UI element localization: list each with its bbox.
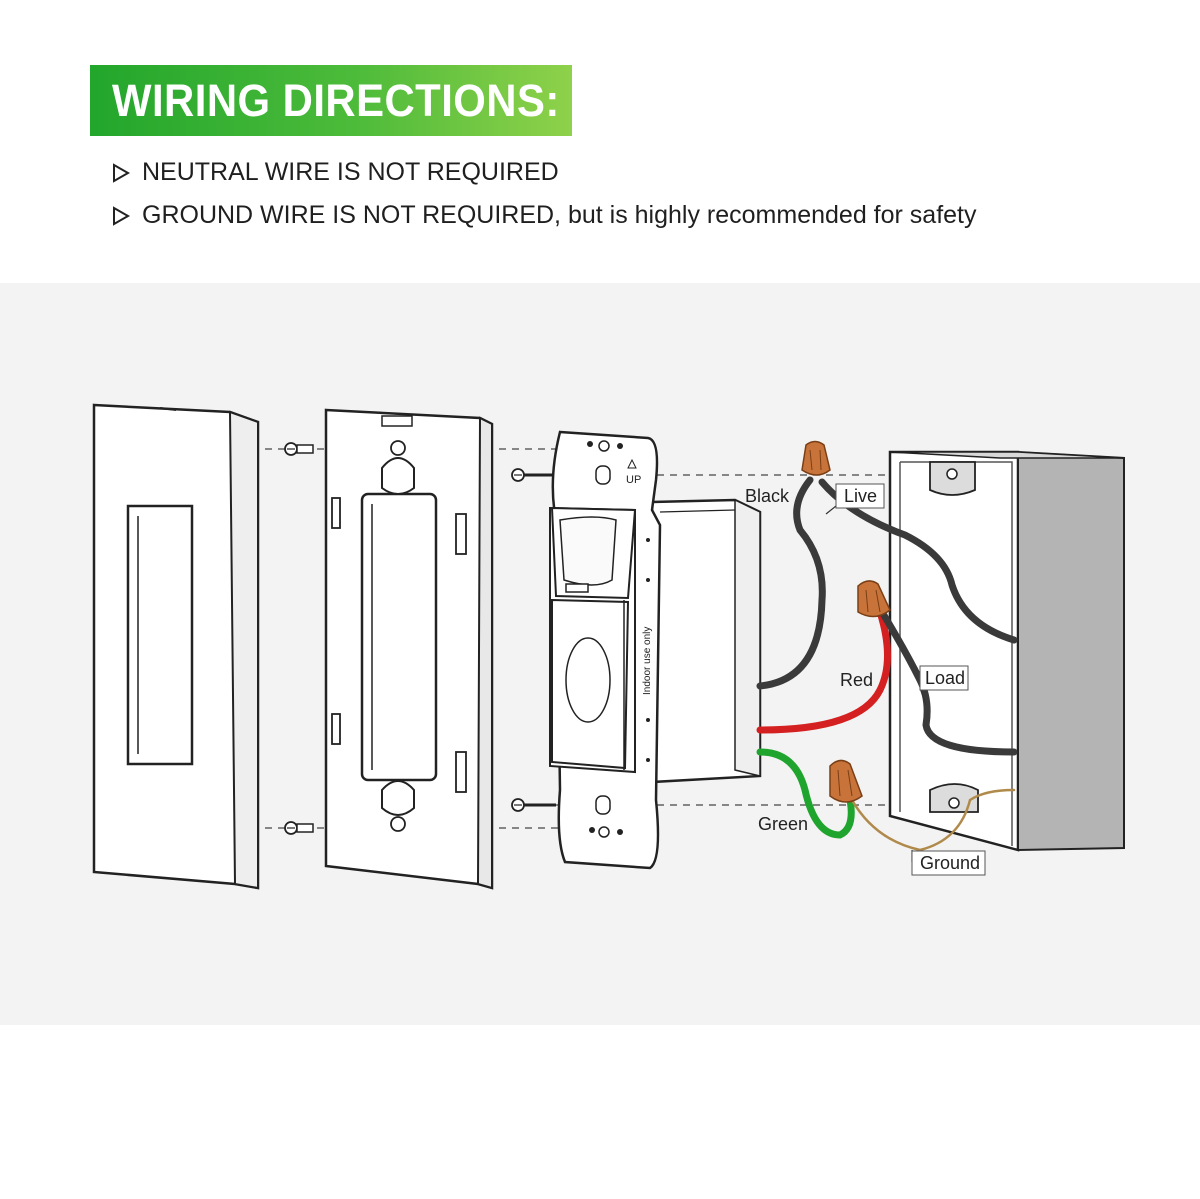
label-live-box: Live: [825, 483, 885, 515]
load-wire: [878, 608, 1018, 756]
switch-face: Indoor use only: [549, 506, 653, 774]
switch-body: [650, 498, 762, 784]
note-text: NEUTRAL WIRE IS NOT REQUIRED: [142, 158, 559, 186]
live-wire: [818, 478, 1018, 644]
switch-screw-top: [511, 468, 556, 482]
note-text: GROUND WIRE IS NOT REQUIRED, but is high…: [142, 201, 977, 229]
label-load: Load: [925, 668, 965, 688]
wall-plate: [92, 403, 260, 890]
page-title: WIRING DIRECTIONS:: [112, 75, 560, 126]
switch-screw-bottom: [511, 798, 556, 812]
plate-screw-bottom: [284, 821, 314, 835]
title-banner: WIRING DIRECTIONS:: [90, 65, 572, 136]
label-live: Live: [844, 486, 877, 506]
indicator-light-icon: [565, 583, 589, 593]
indoor-use-label: Indoor use only: [642, 627, 653, 695]
label-load-box: Load: [919, 665, 969, 706]
adapter-plate: [324, 408, 494, 890]
label-green: Green: [758, 814, 808, 834]
green-wire: [756, 748, 855, 839]
triangle-bullet-icon: [113, 163, 130, 183]
label-black: Black: [745, 486, 790, 506]
ground-wire: [850, 788, 1016, 852]
label-ground-box: Ground: [911, 850, 986, 876]
label-red: Red: [840, 670, 873, 690]
up-marker: UP: [626, 474, 641, 486]
plate-screw-top: [284, 442, 314, 456]
wire-nut-top: [801, 440, 831, 476]
label-ground: Ground: [920, 853, 980, 873]
red-wire: [756, 608, 891, 734]
wires: [756, 476, 1018, 852]
wire-nut-bottom: [829, 759, 863, 803]
triangle-bullet-icon: [113, 206, 130, 226]
black-wire: [756, 476, 826, 690]
electrical-box: [888, 450, 1125, 852]
wire-nut-middle: [857, 580, 891, 618]
